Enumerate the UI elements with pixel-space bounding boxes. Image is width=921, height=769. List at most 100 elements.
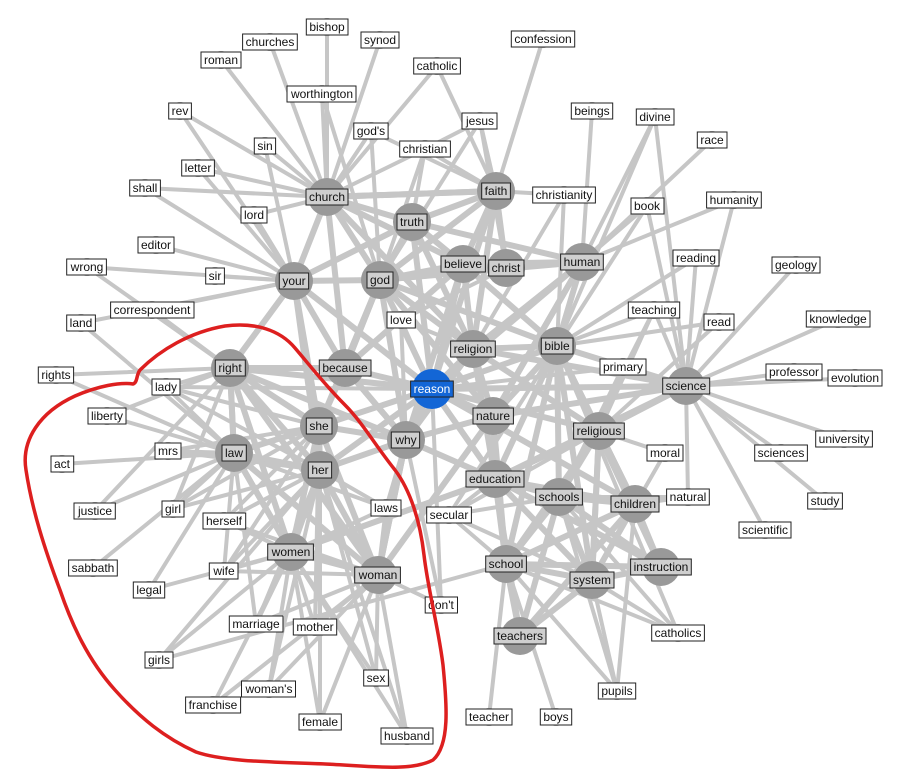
node-herself[interactable]: herself <box>202 512 247 530</box>
node-catholics[interactable]: catholics <box>651 624 705 642</box>
node-truth[interactable]: truth <box>393 203 431 241</box>
edge-church-roman <box>219 58 329 199</box>
node-secular[interactable]: secular <box>426 506 472 524</box>
node-wife[interactable]: wife <box>208 562 239 580</box>
node-worthington[interactable]: worthington <box>286 85 357 103</box>
node-marriage[interactable]: marriage <box>228 615 284 633</box>
node-liberty[interactable]: liberty <box>87 407 127 425</box>
node-roman[interactable]: roman <box>200 51 242 69</box>
node-human[interactable]: human <box>560 243 604 281</box>
node-evolution[interactable]: evolution <box>827 369 883 387</box>
node-girls[interactable]: girls <box>144 651 174 669</box>
node-religion[interactable]: religion <box>450 330 496 368</box>
node-your[interactable]: your <box>275 262 313 300</box>
node-moral[interactable]: moral <box>646 444 684 462</box>
node-teachers[interactable]: teachers <box>493 617 547 655</box>
node-love[interactable]: love <box>386 311 416 329</box>
node-sciences[interactable]: sciences <box>754 444 808 462</box>
node-geology[interactable]: geology <box>771 256 821 274</box>
node-churches[interactable]: churches <box>242 33 298 51</box>
node-land[interactable]: land <box>66 314 96 332</box>
node-gods[interactable]: god's <box>353 122 389 140</box>
node-teaching[interactable]: teaching <box>627 301 681 319</box>
node-sir[interactable]: sir <box>205 267 225 285</box>
node-christian[interactable]: christian <box>399 140 451 158</box>
node-reading[interactable]: reading <box>672 249 720 267</box>
node-synod[interactable]: synod <box>360 31 400 49</box>
node-correspondent[interactable]: correspondent <box>110 301 195 319</box>
node-her[interactable]: her <box>301 451 339 489</box>
node-read[interactable]: read <box>703 313 735 331</box>
node-label-bishop: bishop <box>309 20 345 34</box>
node-husband[interactable]: husband <box>380 727 434 745</box>
node-because[interactable]: because <box>318 349 372 387</box>
node-lady[interactable]: lady <box>151 378 181 396</box>
node-system[interactable]: system <box>569 561 615 599</box>
node-professor[interactable]: professor <box>765 363 823 381</box>
node-mother[interactable]: mother <box>292 618 338 636</box>
node-christianity[interactable]: christianity <box>532 186 596 204</box>
node-race[interactable]: race <box>696 131 728 149</box>
node-boys[interactable]: boys <box>539 708 573 726</box>
node-children[interactable]: children <box>610 485 660 523</box>
node-sabbath[interactable]: sabbath <box>68 559 118 577</box>
node-instruction[interactable]: instruction <box>630 548 692 586</box>
node-reason[interactable]: reason <box>410 369 454 409</box>
node-label-christianity: christianity <box>536 188 593 202</box>
node-school[interactable]: school <box>485 545 527 583</box>
edge-god-gods <box>369 129 382 282</box>
node-education[interactable]: education <box>465 460 525 498</box>
node-science[interactable]: science <box>662 367 711 405</box>
node-wrong[interactable]: wrong <box>66 258 107 276</box>
node-believe[interactable]: believe <box>440 245 486 283</box>
node-teacher[interactable]: teacher <box>465 708 513 726</box>
node-franchise[interactable]: franchise <box>185 696 242 714</box>
node-book[interactable]: book <box>630 197 665 215</box>
node-bible[interactable]: bible <box>538 327 576 365</box>
node-women[interactable]: women <box>267 533 314 571</box>
node-knowledge[interactable]: knowledge <box>805 310 871 328</box>
node-natural[interactable]: natural <box>666 488 710 506</box>
node-womans[interactable]: woman's <box>241 680 296 698</box>
node-scientific[interactable]: scientific <box>738 521 792 539</box>
node-schools[interactable]: schools <box>535 478 583 516</box>
node-woman[interactable]: woman <box>354 556 401 594</box>
node-label-box-pupils <box>597 682 637 700</box>
node-university[interactable]: university <box>815 430 873 448</box>
node-right[interactable]: right <box>211 349 249 387</box>
node-why[interactable]: why <box>387 421 425 459</box>
node-christ[interactable]: christ <box>487 249 525 287</box>
node-humanity[interactable]: humanity <box>706 191 762 209</box>
node-letter[interactable]: letter <box>181 159 215 177</box>
node-sin[interactable]: sin <box>253 137 277 155</box>
node-rev[interactable]: rev <box>168 102 192 120</box>
node-laws[interactable]: laws <box>370 499 402 517</box>
node-catholic[interactable]: catholic <box>413 57 461 75</box>
node-study[interactable]: study <box>807 492 843 510</box>
node-mrs[interactable]: mrs <box>154 442 182 460</box>
node-faith[interactable]: faith <box>477 172 515 210</box>
node-bishop[interactable]: bishop <box>305 18 349 36</box>
node-lord[interactable]: lord <box>240 206 268 224</box>
node-justice[interactable]: justice <box>73 502 116 520</box>
node-divine[interactable]: divine <box>635 108 675 126</box>
node-god[interactable]: god <box>361 261 399 299</box>
node-beings[interactable]: beings <box>570 102 614 120</box>
node-pupils[interactable]: pupils <box>597 682 637 700</box>
node-confession[interactable]: confession <box>510 30 576 48</box>
node-jesus[interactable]: jesus <box>461 112 498 130</box>
node-shall[interactable]: shall <box>129 179 161 197</box>
node-act[interactable]: act <box>50 455 75 473</box>
node-church[interactable]: church <box>305 178 349 216</box>
node-sex[interactable]: sex <box>363 669 389 687</box>
node-primary[interactable]: primary <box>599 358 647 376</box>
node-female[interactable]: female <box>298 713 342 731</box>
node-editor[interactable]: editor <box>137 236 175 254</box>
node-legal[interactable]: legal <box>132 581 166 599</box>
node-rights[interactable]: rights <box>37 366 75 384</box>
node-girl[interactable]: girl <box>161 500 185 518</box>
node-religious[interactable]: religious <box>573 412 625 450</box>
node-nature[interactable]: nature <box>472 397 514 435</box>
node-law[interactable]: law <box>215 434 253 472</box>
node-she[interactable]: she <box>300 407 338 445</box>
